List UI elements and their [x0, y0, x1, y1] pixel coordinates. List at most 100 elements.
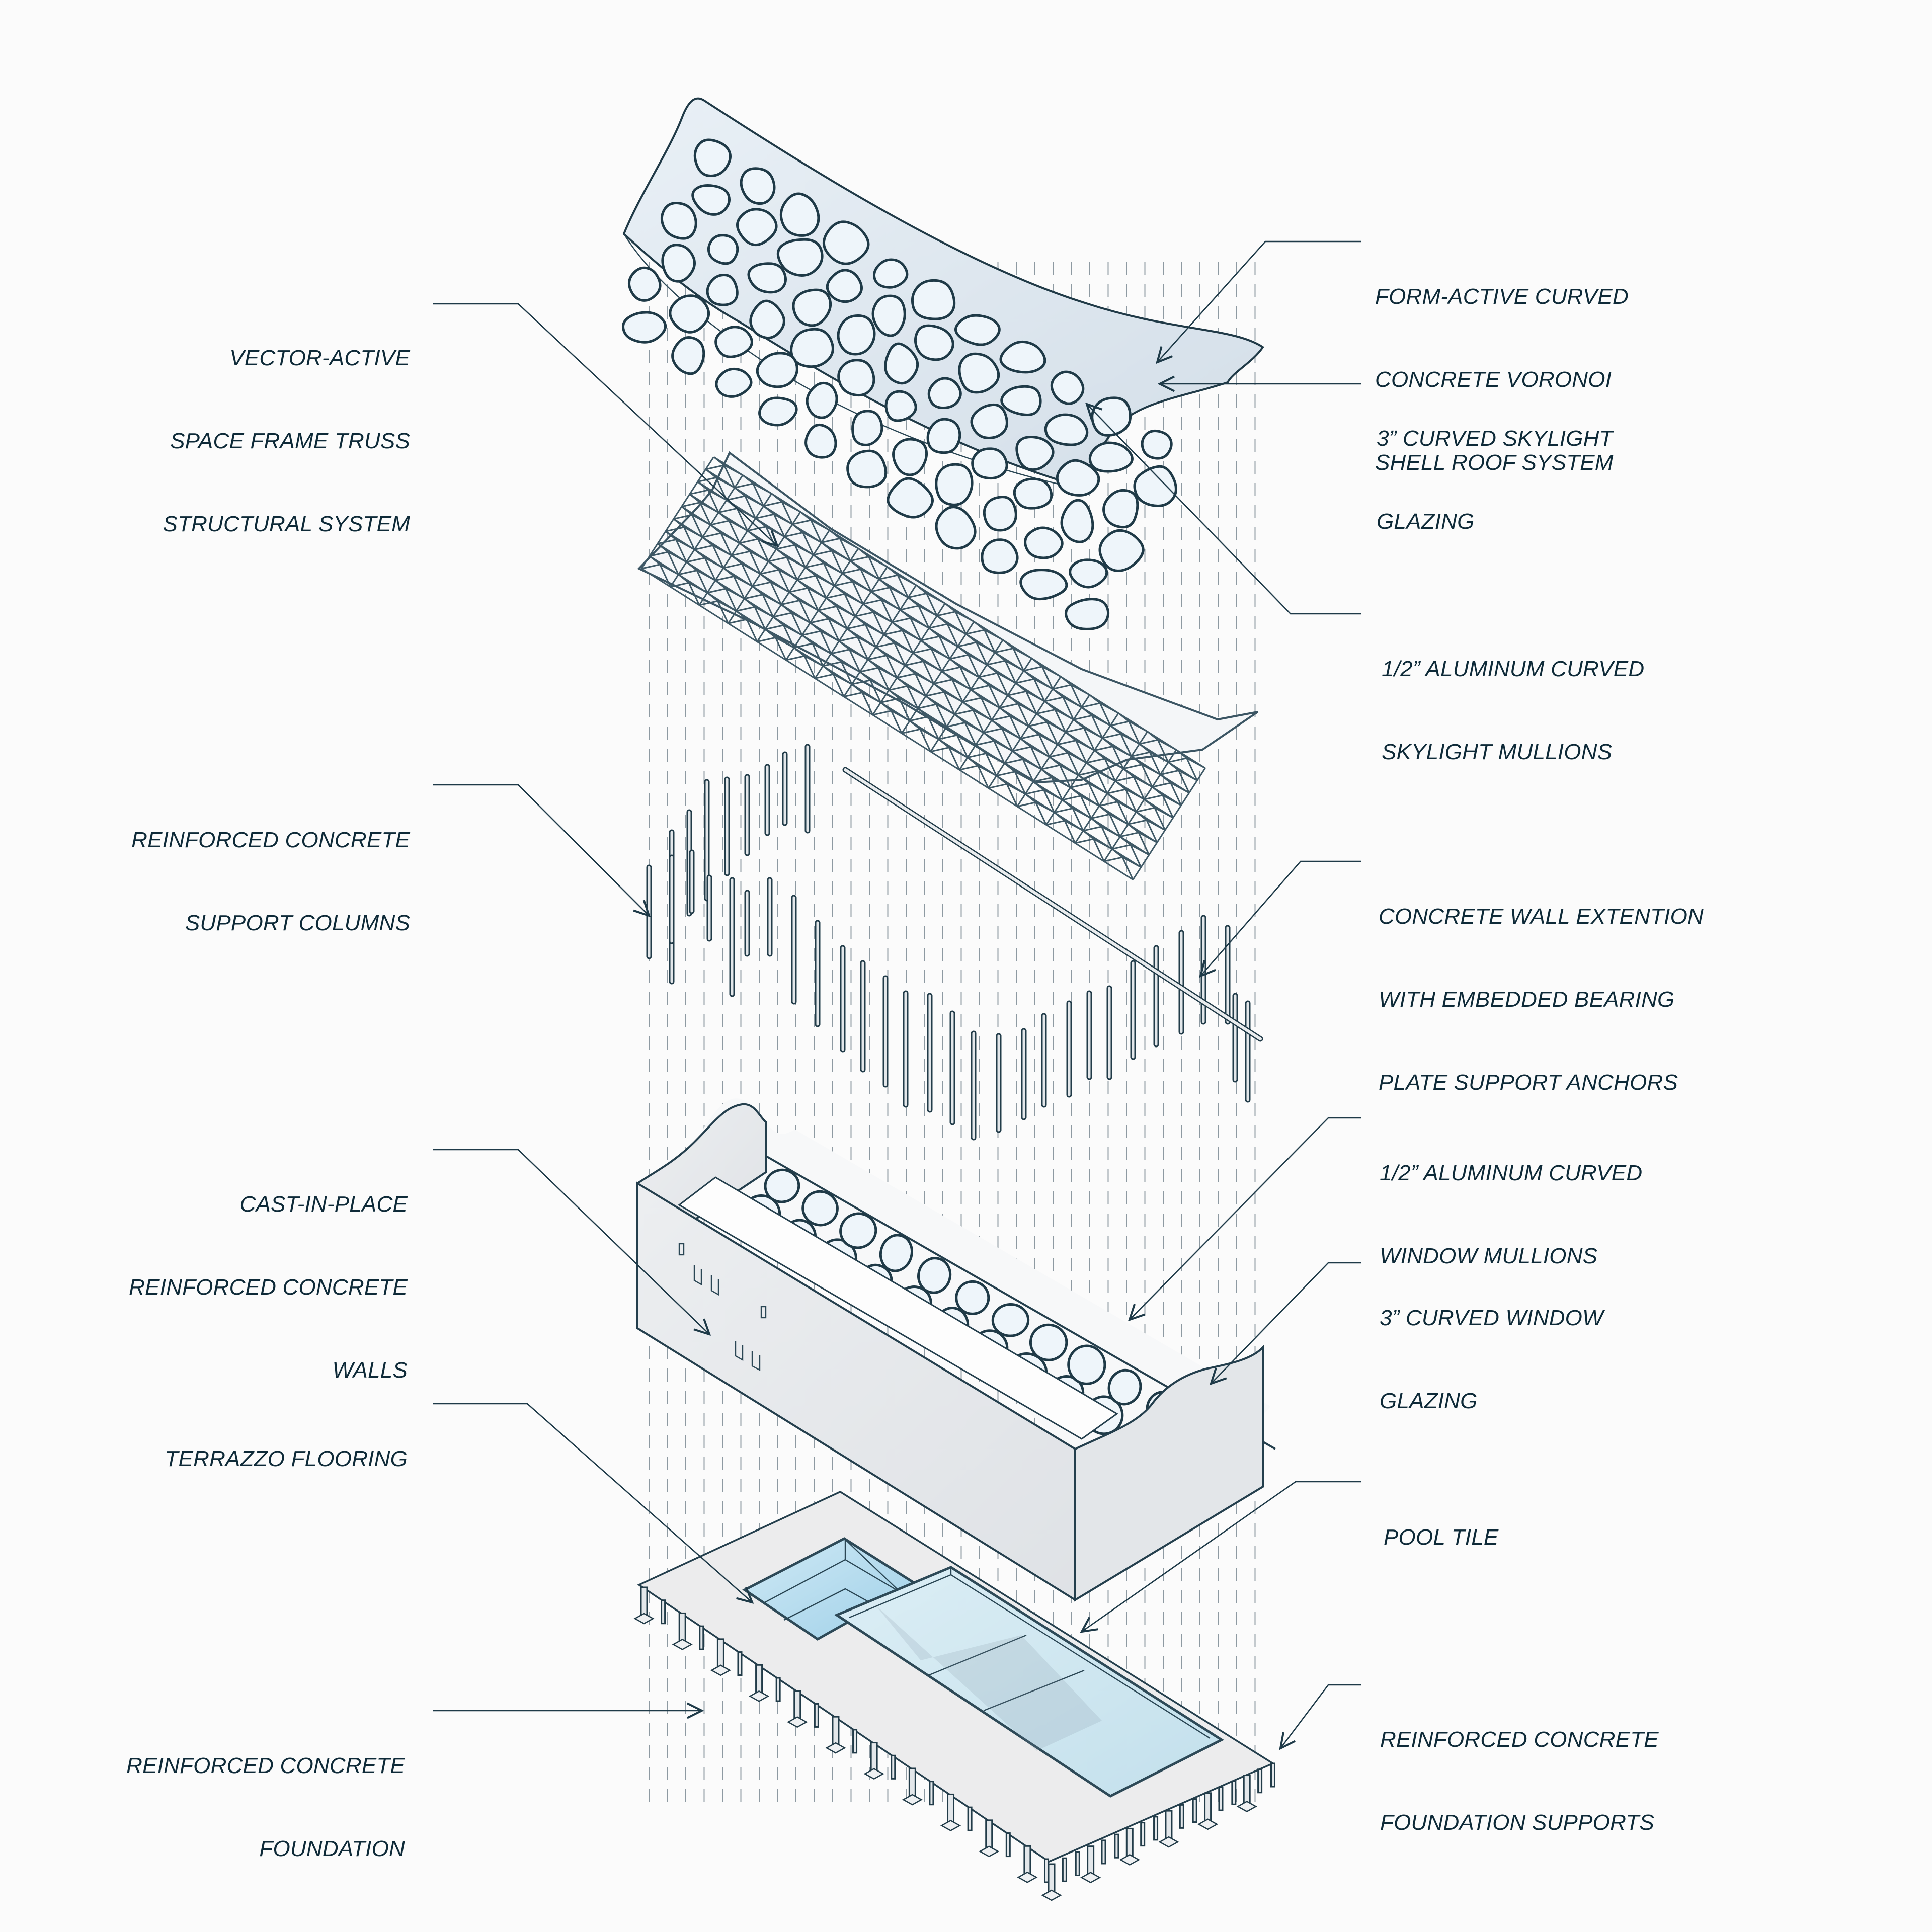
truss-diagonal: [870, 679, 890, 691]
label-terrazzo-flooring: TERRAZZO FLOORING: [165, 1446, 408, 1471]
truss-chord: [785, 548, 859, 661]
truss-diagonal: [1138, 832, 1150, 855]
truss-diagonal: [1052, 688, 1064, 698]
truss-diagonal: [968, 654, 988, 666]
truss-diagonal: [918, 605, 930, 629]
truss-diagonal: [906, 685, 919, 709]
truss-diagonal: [710, 524, 721, 534]
skylight-cell: [693, 138, 732, 178]
concrete-foundation: [633, 1491, 1275, 1901]
truss-diagonal: [1117, 801, 1137, 813]
truss-diagonal: [865, 624, 884, 635]
truss-diagonal: [951, 679, 963, 702]
truss-diagonal: [754, 606, 774, 618]
leader-window-mullions: [1130, 1117, 1361, 1320]
truss-diagonal: [678, 570, 697, 576]
truss-diagonal: [1030, 746, 1050, 758]
leader-wall-extension: [1200, 860, 1361, 976]
truss-diagonal: [659, 564, 671, 588]
truss-diagonal: [1075, 740, 1087, 763]
truss-diagonal: [763, 501, 782, 507]
truss-diagonal: [979, 672, 998, 678]
foundation-pier: [1114, 1833, 1119, 1859]
leader-voronoi-shell-roof: [1157, 240, 1361, 362]
truss-diagonal: [948, 747, 968, 758]
truss-diagonal: [897, 673, 916, 679]
truss-diagonal: [1081, 706, 1093, 716]
truss-diagonal: [967, 757, 979, 767]
truss-diagonal: [984, 629, 1003, 641]
truss-diagonal: [765, 624, 784, 630]
truss-diagonal: [959, 667, 972, 690]
truss-diagonal: [734, 487, 746, 497]
truss-diagonal: [1178, 770, 1190, 793]
truss-diagonal: [993, 741, 1005, 764]
truss-diagonal: [926, 593, 938, 616]
truss-diagonal: [823, 562, 843, 574]
truss-diagonal: [902, 630, 922, 641]
truss-diagonal: [1072, 808, 1084, 831]
truss-diagonal: [936, 703, 955, 715]
truss-diagonal: [771, 493, 783, 503]
truss-diagonal: [912, 652, 924, 662]
truss-diagonal: [943, 691, 955, 715]
truss-diagonal: [725, 588, 745, 600]
truss-diagonal: [828, 618, 840, 641]
skylight-cell: [1000, 385, 1042, 417]
truss-diagonal: [1139, 739, 1158, 745]
truss-diagonal: [902, 630, 914, 654]
truss-diagonal: [1007, 690, 1026, 696]
support-column: [882, 975, 889, 1088]
truss-diagonal: [984, 629, 996, 653]
truss-diagonal: [1144, 798, 1155, 809]
truss-diagonal: [886, 655, 906, 666]
skylight-cell: [884, 390, 917, 422]
truss-diagonal: [667, 551, 679, 575]
truss-diagonal: [1017, 703, 1037, 715]
truss-diagonal: [1054, 709, 1067, 733]
skylight-cell: [981, 538, 1019, 574]
truss-diagonal: [1044, 696, 1064, 702]
truss-diagonal: [888, 689, 900, 699]
truss-diagonal: [673, 514, 692, 520]
truss-diagonal: [768, 556, 787, 562]
truss-diagonal: [844, 593, 856, 617]
truss-diagonal: [872, 710, 892, 716]
truss-diagonal: [694, 544, 713, 550]
truss-diagonal: [707, 588, 726, 594]
truss-chord: [1016, 694, 1090, 807]
truss-diagonal: [1078, 770, 1097, 776]
truss-diagonal: [1129, 720, 1148, 733]
truss-diagonal: [1006, 783, 1026, 795]
truss-diagonal: [935, 704, 947, 728]
foundation-pier: [775, 1677, 781, 1702]
truss-diagonal: [1072, 808, 1092, 819]
truss-diagonal: [1170, 782, 1190, 794]
truss-diagonal: [981, 697, 1000, 709]
truss-diagonal: [731, 550, 750, 556]
truss-diagonal: [1130, 844, 1150, 856]
skylight-cell: [1098, 529, 1145, 572]
truss-diagonal: [1186, 758, 1198, 781]
truss-diagonal: [873, 611, 893, 623]
truss-diagonal: [792, 519, 812, 525]
truss-diagonal: [1041, 666, 1054, 690]
truss-diagonal: [1001, 728, 1021, 740]
truss-diagonal: [973, 709, 992, 721]
truss-diagonal: [867, 655, 887, 661]
support-column: [804, 744, 811, 834]
truss-diagonal: [1038, 734, 1051, 758]
truss-diagonal: [946, 721, 965, 728]
truss-diagonal: [1136, 811, 1147, 821]
truss-diagonal: [1004, 758, 1023, 764]
footing-pad: [1041, 1889, 1062, 1901]
truss-diagonal: [930, 649, 943, 672]
truss-diagonal: [812, 643, 824, 667]
truss-diagonal: [1009, 715, 1021, 739]
support-columns: [646, 744, 1263, 1141]
foundation-pier: [891, 1754, 896, 1780]
truss-diagonal: [1168, 761, 1179, 771]
truss-diagonal: [1036, 709, 1056, 715]
truss-diagonal: [1120, 734, 1132, 757]
truss-diagonal: [705, 468, 717, 478]
